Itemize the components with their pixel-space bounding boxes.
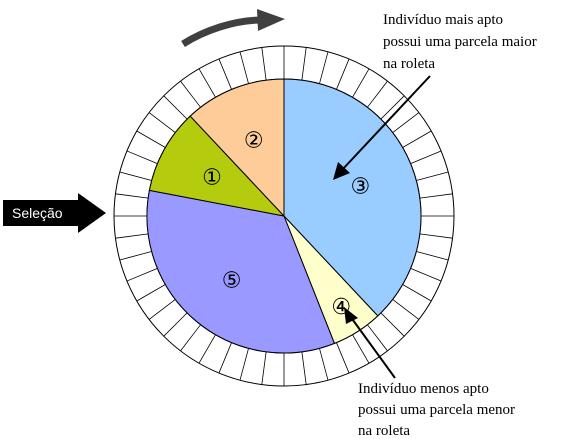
outer-ring-segment: [319, 51, 329, 84]
annotation-top-arrowhead: [333, 162, 350, 180]
outer-ring-segment: [336, 58, 350, 90]
slice-label-2: ②: [244, 129, 264, 154]
selection-label: Seleção: [12, 205, 63, 221]
outer-ring-segment: [198, 334, 216, 364]
outer-ring-segment: [367, 324, 388, 352]
outer-ring-segment: [410, 268, 442, 282]
annotation-bottom-line-3: na roleta: [358, 423, 410, 439]
outer-ring-segment: [352, 334, 370, 364]
annotation-top-line-3: na roleta: [383, 56, 435, 72]
outer-ring-segment: [402, 284, 432, 302]
outer-ring-segment: [136, 130, 166, 148]
outer-ring-segment: [301, 47, 307, 81]
annotation-bottom-arrow: [349, 315, 396, 379]
outer-ring-segment: [148, 299, 176, 320]
outer-ring-segment: [416, 251, 449, 261]
outer-ring-segment: [136, 284, 166, 302]
annotation-bottom: Indivíduo menos apto possui uma parcela …: [358, 381, 515, 439]
annotation-bottom-line-1: Indivíduo menos apto: [358, 381, 489, 397]
outer-ring-segment: [402, 130, 432, 148]
outer-ring-segment: [336, 342, 350, 374]
outer-ring-segment: [410, 150, 442, 164]
rotation-arrowhead: [257, 9, 285, 31]
outer-ring-segment: [239, 51, 249, 84]
outer-ring-segment: [119, 171, 152, 181]
outer-ring-segment: [163, 95, 188, 120]
slice-5: [146, 189, 336, 354]
slice-2: [189, 78, 285, 218]
outer-ring-segment: [126, 150, 158, 164]
outer-ring-segment: [392, 299, 420, 320]
annotation-bottom-line-2: possui uma parcela menor: [358, 402, 515, 418]
outer-ring-segment: [352, 68, 370, 98]
outer-ring-segment: [180, 80, 201, 108]
outer-ring-segment: [416, 171, 449, 181]
slice-3: [283, 78, 422, 317]
outer-ring-segment: [380, 312, 405, 337]
annotation-top-line-1: Indivíduo mais apto: [383, 12, 503, 28]
outer-ring-segment: [163, 312, 188, 337]
annotation-top-arrow: [341, 75, 431, 171]
outer-ring-segment: [115, 193, 149, 199]
outer-ring-segment: [261, 351, 267, 385]
annotation-bottom-arrowhead: [344, 307, 358, 324]
outer-ring-segment: [239, 348, 249, 381]
outer-ring-segment: [218, 342, 232, 374]
outer-ring-segment: [380, 95, 405, 120]
outer-ring-segment: [261, 47, 267, 81]
outer-ring-segment: [319, 348, 329, 381]
outer-ring-segment: [115, 233, 149, 239]
roulette-slices: [146, 78, 422, 354]
slice-label-5: ⑤: [222, 268, 242, 293]
outer-ring-segment: [419, 193, 453, 199]
outer-ring-segment: [367, 80, 388, 108]
outer-ring-segment: [392, 112, 420, 133]
slice-label-1: ①: [202, 165, 222, 190]
outer-ring-segment: [119, 251, 152, 261]
outer-ring-segment: [218, 58, 232, 90]
outer-ring-segment: [198, 68, 216, 98]
slice-1: [148, 115, 286, 217]
outer-ring-segment: [148, 112, 176, 133]
outer-ring-segment: [180, 324, 201, 352]
rotation-arrow: [181, 16, 263, 47]
annotation-top: Indivíduo mais apto possui uma parcela m…: [383, 12, 537, 72]
selection-pointer: [3, 193, 106, 233]
outer-ring-segment: [419, 233, 453, 239]
slice-label-3: ③: [351, 175, 371, 200]
outer-ring-segment: [301, 351, 307, 385]
annotation-top-line-2: possui uma parcela maior: [383, 34, 537, 50]
outer-ring-segment: [126, 268, 158, 282]
